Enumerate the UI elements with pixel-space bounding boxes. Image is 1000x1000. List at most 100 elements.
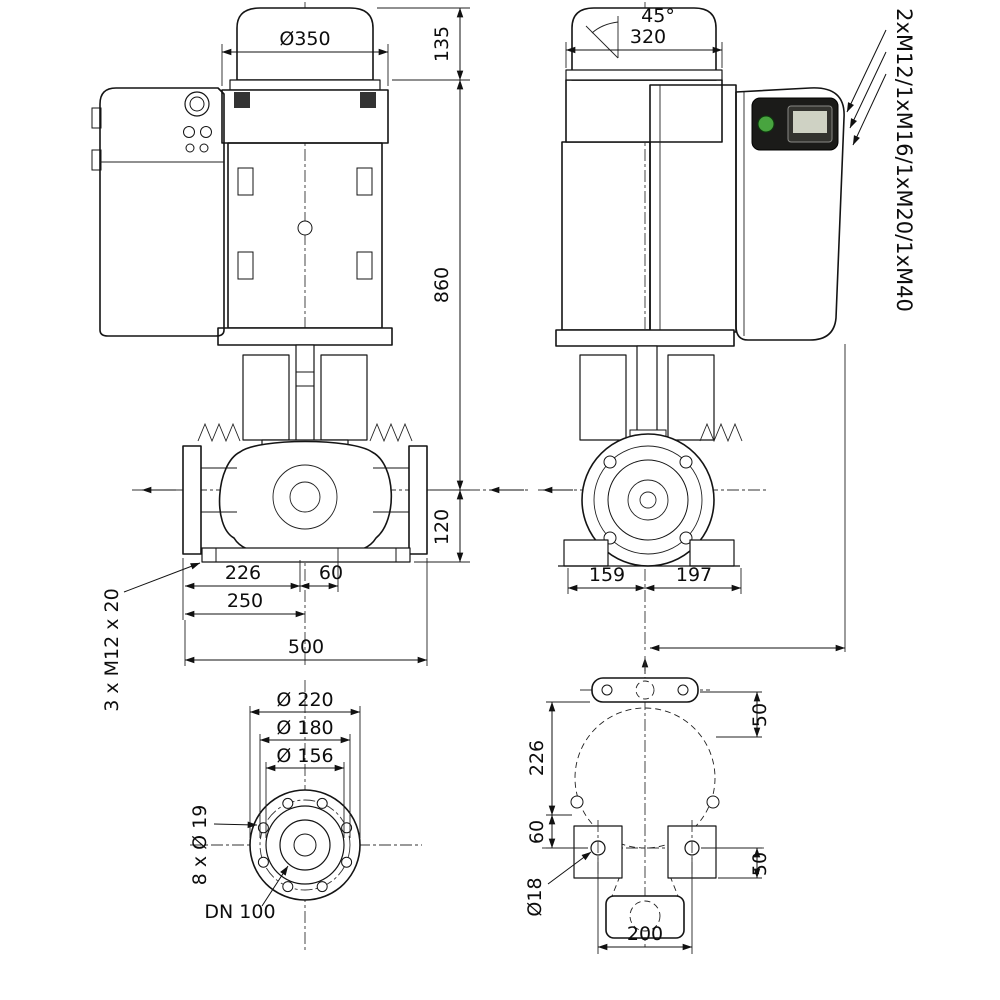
- dim-base-50-top-text: 50: [749, 703, 771, 727]
- lantern-side: [579, 345, 743, 443]
- dim-fan-height-text: 135: [431, 26, 453, 62]
- bolt-holes-callout: 8 x Ø 19: [189, 805, 258, 886]
- dim-left-of-center: 159: [567, 564, 646, 594]
- dim-base-60: 60: [526, 814, 588, 849]
- swivel-angle-text: 45°: [641, 5, 675, 27]
- dim-suction-to-center-text: 226: [225, 562, 261, 584]
- terminal-band-side: [565, 79, 723, 143]
- suction-flange-plan: [605, 895, 685, 939]
- cable-gland-small: [183, 126, 195, 138]
- cable-gland-tiny: [199, 143, 209, 153]
- bolt-holes-callout-text: 8 x Ø 19: [189, 805, 211, 886]
- volute-front: [182, 440, 428, 563]
- dim-flange-outer-text: Ø 220: [276, 689, 333, 711]
- control-module-side: [735, 87, 845, 341]
- motor-clip: [356, 167, 373, 196]
- bolt-hole: [282, 881, 294, 893]
- flange-plan-bore: [635, 680, 655, 700]
- bolt-hole: [341, 856, 353, 868]
- green-button: [757, 115, 775, 133]
- spring-right: [369, 422, 413, 443]
- nominal-diameter-callout: DN 100: [204, 865, 289, 923]
- dim-raised-face-text: Ø 156: [276, 745, 333, 767]
- shaft-center-boss: [297, 220, 313, 236]
- cable-gland-callout-text: 2xM12/1xM16/1xM20/1xM40: [892, 8, 916, 312]
- motor-flange: [217, 327, 393, 346]
- dim-fan-height: 135: [377, 7, 470, 81]
- dim-total-height-text: 860: [431, 267, 453, 303]
- dim-right-of-center: 197: [644, 564, 742, 594]
- fan-cover-lip: [229, 79, 381, 91]
- dim-base-60-text: 60: [526, 820, 548, 844]
- discharge-flange-plan: [591, 677, 699, 703]
- flange-plan-bolt: [677, 684, 689, 696]
- foot-bolt-callout: 3 x M12 x 20: [101, 562, 201, 712]
- volute-raised-face: [607, 459, 689, 541]
- dim-total-height: 860: [430, 79, 470, 491]
- shaft-housing: [295, 344, 315, 444]
- spring-left: [197, 422, 241, 443]
- shaft-housing-side: [636, 345, 658, 443]
- bolt-hole: [316, 881, 328, 893]
- flange-bore-circle: [279, 819, 331, 871]
- motor-fins-side: [561, 141, 651, 331]
- dim-base-50-bottom: 50: [701, 847, 771, 879]
- dim-center-offset-text: 60: [319, 562, 343, 584]
- cable-gland-tiny: [185, 143, 195, 153]
- spring-side: [699, 422, 743, 443]
- flange-raised-face-circle: [265, 805, 345, 885]
- display-content: [793, 111, 827, 133]
- motor-clip: [237, 251, 254, 280]
- dim-right-of-center-text: 197: [676, 564, 712, 586]
- cable-gland-large: [184, 91, 210, 117]
- band-pad-left: [234, 92, 250, 108]
- module-housing: [99, 87, 225, 337]
- control-module-front: [91, 87, 225, 337]
- dim-foot-spacing: 200: [597, 858, 693, 954]
- bolt-hole: [282, 797, 294, 809]
- dim-motor-width-text: 320: [630, 26, 666, 48]
- dim-overall-length: 500: [184, 558, 428, 666]
- casing-boss: [570, 795, 584, 809]
- dim-bolt-circle: Ø 180: [259, 717, 351, 838]
- dim-suction-to-axis-text: 250: [227, 590, 263, 612]
- cable-gland-callout: 2xM12/1xM16/1xM20/1xM40: [846, 8, 916, 312]
- motor-flange-side: [555, 329, 735, 347]
- suction-bore-hidden: [629, 900, 661, 932]
- foot-hole-callout-text: Ø18: [524, 877, 546, 916]
- flange-plan-bolt: [601, 684, 613, 696]
- foot-bolt-callout-text: 3 x M12 x 20: [101, 588, 123, 711]
- flange-bolt-hole: [679, 531, 693, 545]
- front-view: Ø350 135 860 120 226 60: [91, 2, 528, 712]
- hidden-connector: [669, 875, 679, 897]
- dim-port-to-base: 120: [414, 489, 470, 563]
- volute-body: [218, 440, 393, 553]
- cable-gland-large-core: [189, 96, 205, 112]
- dim-foot-spacing-text: 200: [627, 923, 663, 945]
- module-tab: [91, 149, 102, 171]
- dim-bolt-circle-text: Ø 180: [276, 717, 333, 739]
- motor-clip: [237, 167, 254, 196]
- dim-motor-diameter-text: Ø350: [279, 28, 330, 50]
- dim-suction-to-axis: 250: [184, 590, 306, 618]
- bolt-hole: [316, 797, 328, 809]
- pump-foot: [201, 547, 411, 563]
- band-pad-right: [360, 92, 376, 108]
- lantern-front: [197, 344, 413, 454]
- nominal-diameter-text: DN 100: [204, 901, 275, 923]
- flange-bolt-hole: [679, 455, 693, 469]
- module-face: [735, 87, 845, 341]
- fan-cover-side: [571, 7, 717, 81]
- dim-raised-face: Ø 156: [265, 745, 345, 838]
- fan-cover: [236, 7, 374, 81]
- discharge-flange: [408, 445, 428, 555]
- coupling-guard-right: [320, 354, 368, 441]
- coupling-guard-left: [242, 354, 290, 441]
- foot-hole-callout: Ø18: [524, 851, 592, 917]
- dim-suction-to-center: 226: [182, 558, 301, 620]
- coupling-guard-right-side: [667, 354, 715, 441]
- dim-overall-length-text: 500: [288, 636, 324, 658]
- flange-detail-view: Ø 220 Ø 180 Ø 156 8 x Ø 19 DN 100: [189, 680, 422, 950]
